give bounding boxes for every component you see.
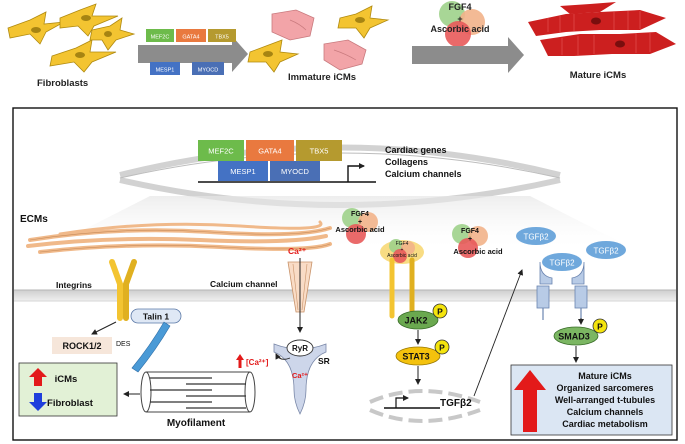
- rock-box: [52, 337, 112, 354]
- plus-label-1: +: [358, 219, 362, 226]
- ecm-fibers: [26, 220, 332, 254]
- top-plus-label: +: [457, 14, 462, 24]
- immature-icm-cells: [247, 5, 390, 73]
- fibroblasts-label: Fibroblasts: [37, 78, 88, 89]
- top-factor-mesp1: MESP1: [156, 68, 175, 74]
- factor-gata4: GATA4: [258, 147, 281, 156]
- integrin-receptor: [109, 259, 137, 321]
- rock-label: ROCK1/2: [62, 341, 101, 351]
- talin-label: Talin 1: [143, 312, 170, 322]
- target-collagens: Collagens: [385, 157, 428, 167]
- jak2-p-label: P: [437, 307, 443, 317]
- tgfb2-gene-locus: [369, 389, 481, 423]
- ryr-label: RyR: [292, 344, 308, 353]
- smad3-node: [553, 326, 599, 346]
- tgfb2-ligands: [516, 227, 626, 271]
- factor-tbx5: TBX5: [310, 147, 329, 156]
- ascorbic-receptor-label: Ascorbic acid: [387, 253, 417, 259]
- top-factor-mef2c: MEF2C: [151, 35, 170, 41]
- desmin-filament: [131, 321, 171, 373]
- ryr-receptor: [286, 339, 314, 357]
- dna-promoter: [198, 163, 376, 183]
- fgf4-label-1: FGF4: [351, 211, 369, 218]
- right-outcome-box: [510, 364, 673, 436]
- des-label: DES: [116, 341, 131, 348]
- fgf4-ascorbic-cluster-1: [342, 208, 378, 244]
- outcome-t-tubules: Well-arranged t-tubules: [555, 395, 655, 405]
- maturation-arrow: [412, 37, 524, 73]
- fgf4-receptor-label: FGF4: [396, 241, 409, 247]
- smad3-phospho: [592, 318, 608, 334]
- stat3-phospho: [434, 339, 450, 355]
- stat3-node: [395, 346, 441, 366]
- nucleus-factor-boxes: MEF2C GATA4 TBX5 MESP1 MYOCD: [198, 140, 342, 181]
- outcome-sarcomeres: Organized sarcomeres: [556, 383, 653, 393]
- outcome-mature-icms: Mature iCMs: [578, 371, 632, 381]
- ascorbic-label-1: Ascorbic acid: [335, 225, 385, 234]
- top-fgf4-ascorbic: [439, 1, 485, 47]
- factor-mef2c: MEF2C: [208, 147, 234, 156]
- target-cardiac-genes: Cardiac genes: [385, 145, 447, 155]
- factor-myocd: MYOCD: [281, 167, 310, 176]
- calcium-inner-label: [Ca²⁺]: [246, 358, 269, 367]
- myofilament-label: Myofilament: [167, 418, 226, 429]
- left-outcome-fibroblast: Fibroblast: [47, 398, 94, 409]
- immature-icms-label: Immature iCMs: [288, 72, 356, 83]
- calcium-channel-label: Calcium channel: [210, 279, 278, 289]
- mature-icm-cells: [528, 2, 676, 56]
- tgfb2-ligand-1: TGFβ2: [523, 233, 549, 242]
- outcome-cardiac-metabolism: Cardiac metabolism: [562, 419, 648, 429]
- integrins-label: Integrins: [56, 280, 92, 290]
- jak2-node: [397, 310, 439, 330]
- fibroblast-cells: [7, 3, 136, 73]
- tgfb2-ligand-2: TGFβ2: [593, 247, 619, 256]
- top-fgf4-label: FGF4: [448, 2, 471, 12]
- smad3-p-label: P: [597, 322, 603, 332]
- mature-icms-label: Mature iCMs: [570, 70, 626, 81]
- tgfb2-gene-label: TGFβ2: [440, 398, 472, 409]
- top-ascorbic-label: Ascorbic acid: [430, 24, 489, 34]
- plus-receptor-label: +: [401, 247, 404, 253]
- jak2-phospho: [432, 303, 448, 319]
- calcium-top-label: Ca²⁺: [288, 246, 307, 256]
- stat3-label: STAT3: [402, 352, 429, 362]
- tgfb-receptor: [536, 261, 588, 320]
- calcium-release-arrow: [275, 353, 291, 360]
- fgf-receptor: [380, 239, 424, 319]
- plus-label-2: +: [468, 236, 472, 243]
- smad3-label: SMAD3: [558, 332, 590, 342]
- fgf4-label-2: FGF4: [461, 228, 479, 235]
- calcium-low-label: Ca²⁺: [292, 371, 308, 380]
- up-arrow-icon: [29, 368, 47, 386]
- myofilament-bundle: [140, 371, 256, 413]
- top-factor-myocd: MYOCD: [198, 68, 219, 74]
- talin-box: [130, 308, 182, 324]
- integrin-to-rock-arrow: [91, 321, 117, 335]
- factor-mesp1: MESP1: [230, 167, 255, 176]
- fgf4-ascorbic-cluster-2: [452, 224, 488, 258]
- stat3-p-label: P: [439, 343, 445, 353]
- left-outcome-icms: iCMs: [55, 374, 78, 385]
- sr-label: SR: [318, 356, 330, 366]
- top-factor-boxes: MEF2C GATA4 TBX5 MESP1 MYOCD: [146, 29, 236, 75]
- target-calcium-channels: Calcium channels: [385, 169, 462, 179]
- sarcoplasmic-reticulum: [273, 343, 327, 415]
- ecms-label: ECMs: [20, 214, 48, 225]
- outcome-calcium-channels: Calcium channels: [567, 407, 644, 417]
- calcium-rise-arrow: [236, 354, 244, 368]
- down-arrow-icon: [29, 393, 47, 411]
- top-factor-gata4: GATA4: [182, 35, 199, 41]
- jak2-label: JAK2: [404, 316, 427, 326]
- big-up-arrow-icon: [514, 370, 546, 432]
- top-factor-tbx5: TBX5: [215, 35, 229, 41]
- ascorbic-label-2: Ascorbic acid: [453, 247, 503, 256]
- gene-to-ligand-arrow: [473, 269, 524, 397]
- tgfb2-ligand-3: TGFβ2: [549, 259, 575, 268]
